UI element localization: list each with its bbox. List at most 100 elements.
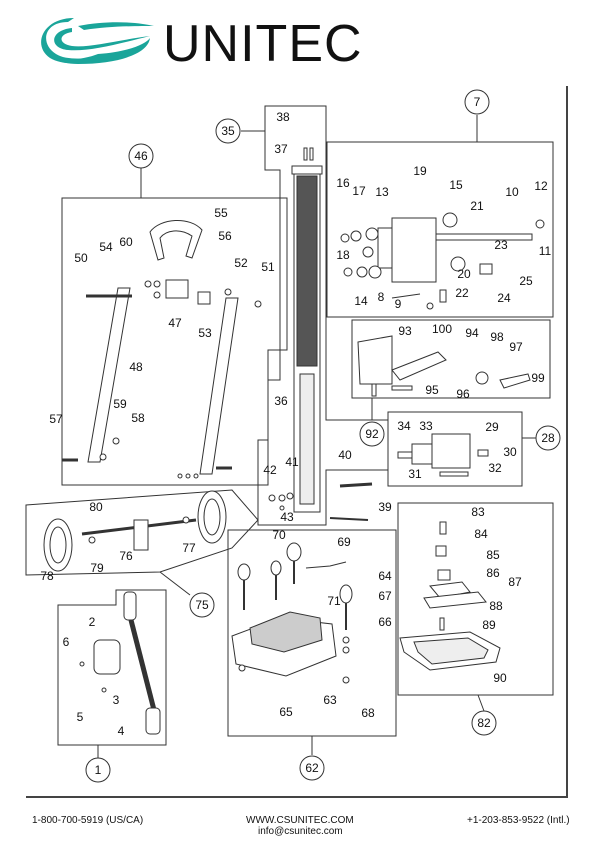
part-label: 79 — [90, 561, 104, 575]
part-label: 83 — [471, 505, 485, 519]
part-label: 97 — [509, 340, 523, 354]
assembly-box-46 — [61, 197, 288, 486]
page-frame-bottom — [26, 796, 568, 798]
part-label: 21 — [470, 199, 484, 213]
assembly-box-75 — [25, 489, 259, 576]
part-label: 23 — [494, 238, 508, 252]
part-label: 64 — [378, 569, 392, 583]
part-label: 95 — [425, 383, 439, 397]
part-label: 67 — [378, 589, 392, 603]
part-label: 94 — [465, 326, 479, 340]
assembly-box-35 — [257, 105, 389, 526]
part-label: 2 — [89, 615, 96, 629]
part-label: 57 — [49, 412, 63, 426]
part-label: 31 — [408, 467, 422, 481]
footer-phone-intl[interactable]: +1-203-853-9522 (Intl.) — [467, 815, 570, 826]
part-label: 68 — [361, 706, 375, 720]
part-label: 50 — [74, 251, 88, 265]
part-label: 30 — [503, 445, 517, 459]
assembly-box-28 — [387, 411, 523, 487]
footer-website-link[interactable]: WWW.CSUNITEC.COM — [246, 815, 354, 826]
part-label: 5 — [77, 710, 84, 724]
part-label: 39 — [378, 500, 392, 514]
part-label: 42 — [263, 463, 277, 477]
part-label: 13 — [375, 185, 389, 199]
part-label: 87 — [508, 575, 522, 589]
part-label: 90 — [493, 671, 507, 685]
part-label: 25 — [519, 274, 533, 288]
part-label: 32 — [488, 461, 502, 475]
footer-phone-us[interactable]: 1-800-700-5919 (US/CA) — [32, 815, 144, 826]
part-label: 6 — [63, 635, 70, 649]
part-label: 60 — [119, 235, 133, 249]
part-label: 70 — [272, 528, 286, 542]
part-label: 63 — [323, 693, 337, 707]
part-label: 8 — [378, 290, 385, 304]
part-label: 78 — [40, 569, 54, 583]
part-label: 93 — [398, 324, 412, 338]
part-label: 24 — [497, 291, 511, 305]
part-label: 54 — [99, 240, 113, 254]
part-label: 56 — [218, 229, 232, 243]
part-label: 40 — [338, 448, 352, 462]
assembly-box-1 — [57, 589, 167, 746]
part-label: 51 — [261, 260, 275, 274]
brand-name: UNITEC — [163, 15, 363, 73]
part-label: 22 — [455, 286, 469, 300]
part-label: 17 — [352, 184, 366, 198]
part-label: 29 — [485, 420, 499, 434]
part-label: 52 — [234, 256, 248, 270]
part-label: 71 — [327, 594, 341, 608]
assembly-label-62: 62 — [305, 761, 319, 775]
part-label: 12 — [534, 179, 548, 193]
part-label: 19 — [413, 164, 427, 178]
part-label: 41 — [285, 455, 299, 469]
part-label: 18 — [336, 248, 350, 262]
part-label: 80 — [89, 500, 103, 514]
assembly-label-75: 75 — [195, 598, 209, 612]
assembly-box-82 — [397, 502, 554, 696]
part-label: 9 — [395, 297, 402, 311]
cs-swoosh-logo-icon — [41, 18, 154, 64]
part-label: 43 — [280, 510, 294, 524]
part-label: 69 — [337, 535, 351, 549]
part-label: 53 — [198, 326, 212, 340]
part-label: 20 — [457, 267, 471, 281]
part-label: 89 — [482, 618, 496, 632]
footer-email-link[interactable]: info@csunitec.com — [258, 826, 343, 837]
part-label: 77 — [182, 541, 196, 555]
part-label: 37 — [274, 142, 288, 156]
part-label: 16 — [336, 176, 350, 190]
part-label: 3 — [113, 693, 120, 707]
part-label: 88 — [489, 599, 503, 613]
assembly-label-7: 7 — [474, 95, 481, 109]
assembly-box-92 — [351, 319, 551, 399]
part-label: 76 — [119, 549, 133, 563]
part-label: 86 — [486, 566, 500, 580]
part-label: 33 — [419, 419, 433, 433]
part-label: 100 — [432, 322, 452, 336]
part-label: 10 — [505, 185, 519, 199]
part-label: 66 — [378, 615, 392, 629]
part-label: 96 — [456, 387, 470, 401]
part-label: 14 — [354, 294, 368, 308]
part-label: 48 — [129, 360, 143, 374]
assembly-label-46: 46 — [134, 149, 148, 163]
part-label: 99 — [531, 371, 545, 385]
assembly-box-7 — [326, 141, 554, 318]
part-label: 36 — [274, 394, 288, 408]
part-label: 58 — [131, 411, 145, 425]
assembly-label-28: 28 — [541, 431, 555, 445]
part-label: 47 — [168, 316, 182, 330]
part-label: 55 — [214, 206, 228, 220]
part-label: 11 — [539, 244, 552, 258]
part-label: 65 — [279, 705, 293, 719]
part-label: 85 — [486, 548, 500, 562]
part-label: 34 — [397, 419, 411, 433]
page-frame-right — [566, 86, 568, 796]
part-label: 84 — [474, 527, 488, 541]
part-label: 38 — [276, 110, 290, 124]
assembly-label-92: 92 — [365, 427, 379, 441]
assembly-label-82: 82 — [477, 716, 491, 730]
